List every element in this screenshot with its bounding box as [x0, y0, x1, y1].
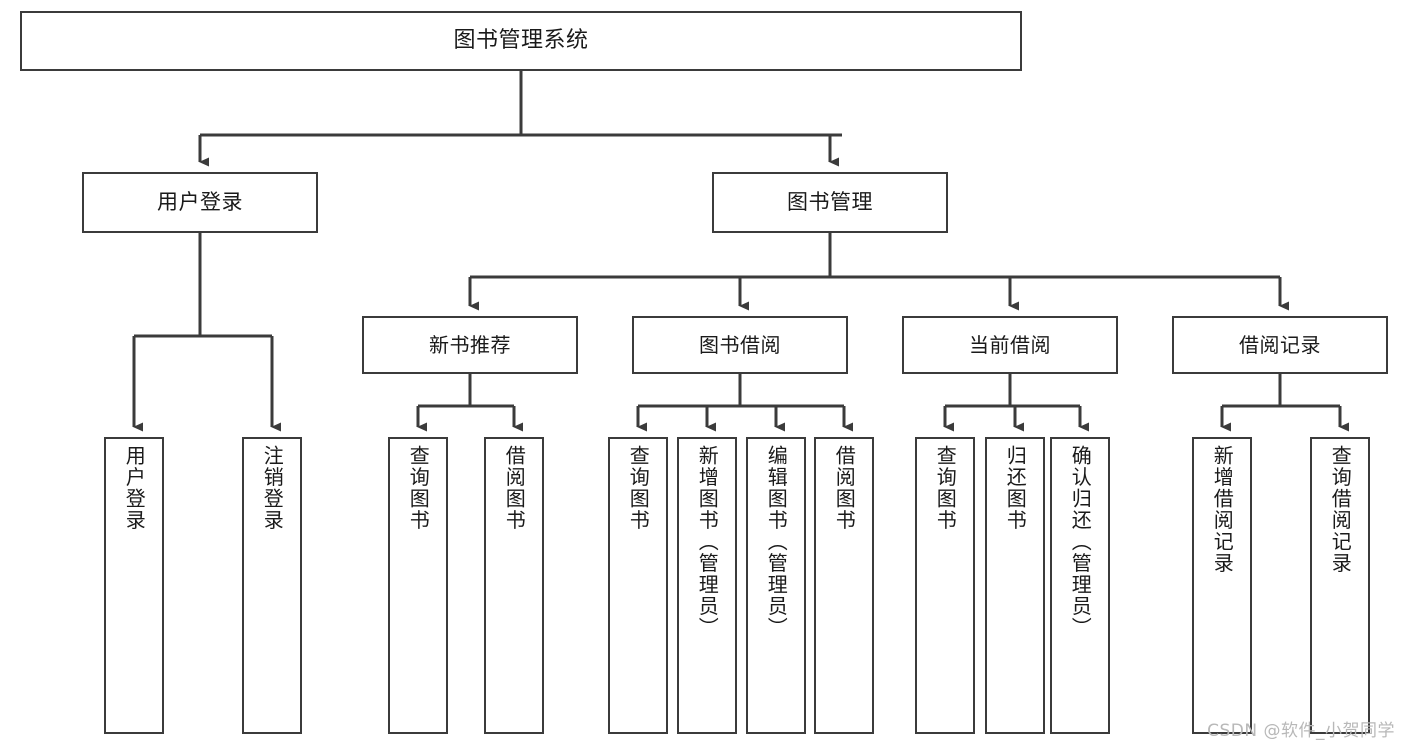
- node-current-borrow-label: 当前借阅: [969, 333, 1051, 357]
- node-leaf-query-book-borrow-label: 查询图书: [626, 445, 651, 531]
- node-book-borrow-label: 图书借阅: [699, 333, 781, 357]
- node-leaf-query-borrow-record-label: 查询借阅记录: [1328, 445, 1353, 574]
- node-user-login-label: 用户登录: [157, 189, 243, 214]
- node-book-management[interactable]: 图书管理: [712, 172, 948, 233]
- node-leaf-add-book-admin[interactable]: 新增图书（管理员）: [677, 437, 737, 734]
- node-leaf-query-book-recommend-label: 查询图书: [406, 445, 431, 531]
- node-book-management-label: 图书管理: [787, 189, 873, 214]
- watermark-text: CSDN @软件_小贺同学: [1207, 721, 1395, 741]
- node-leaf-borrow-book[interactable]: 借阅图书: [814, 437, 874, 734]
- node-leaf-edit-book-admin-label: 编辑图书（管理员）: [764, 445, 789, 639]
- node-leaf-borrow-book-recommend-label: 借阅图书: [502, 445, 527, 531]
- node-user-login[interactable]: 用户登录: [82, 172, 318, 233]
- node-leaf-add-book-admin-label: 新增图书（管理员）: [695, 445, 720, 639]
- node-root-label: 图书管理系统: [453, 27, 589, 53]
- node-leaf-user-logout[interactable]: 注销登录: [242, 437, 302, 734]
- node-leaf-query-book-current[interactable]: 查询图书: [915, 437, 975, 734]
- node-leaf-query-book-borrow[interactable]: 查询图书: [608, 437, 668, 734]
- node-new-book-recommend[interactable]: 新书推荐: [362, 316, 578, 374]
- node-new-book-recommend-label: 新书推荐: [429, 333, 511, 357]
- node-leaf-borrow-book-label: 借阅图书: [832, 445, 857, 531]
- node-leaf-edit-book-admin[interactable]: 编辑图书（管理员）: [746, 437, 806, 734]
- node-leaf-confirm-return-admin-label: 确认归还（管理员）: [1068, 445, 1093, 639]
- node-leaf-query-book-current-label: 查询图书: [933, 445, 958, 531]
- node-leaf-add-borrow-record[interactable]: 新增借阅记录: [1192, 437, 1252, 734]
- node-leaf-add-borrow-record-label: 新增借阅记录: [1210, 445, 1235, 574]
- node-borrow-record-label: 借阅记录: [1239, 333, 1321, 357]
- node-leaf-user-logout-label: 注销登录: [260, 445, 285, 531]
- node-leaf-return-book[interactable]: 归还图书: [985, 437, 1045, 734]
- node-leaf-query-book-recommend[interactable]: 查询图书: [388, 437, 448, 734]
- node-current-borrow[interactable]: 当前借阅: [902, 316, 1118, 374]
- node-leaf-confirm-return-admin[interactable]: 确认归还（管理员）: [1050, 437, 1110, 734]
- node-leaf-return-book-label: 归还图书: [1003, 445, 1028, 531]
- node-borrow-record[interactable]: 借阅记录: [1172, 316, 1388, 374]
- node-root[interactable]: 图书管理系统: [20, 11, 1022, 71]
- node-book-borrow[interactable]: 图书借阅: [632, 316, 848, 374]
- node-leaf-user-login-label: 用户登录: [122, 445, 147, 531]
- node-leaf-user-login[interactable]: 用户登录: [104, 437, 164, 734]
- node-leaf-borrow-book-recommend[interactable]: 借阅图书: [484, 437, 544, 734]
- node-leaf-query-borrow-record[interactable]: 查询借阅记录: [1310, 437, 1370, 734]
